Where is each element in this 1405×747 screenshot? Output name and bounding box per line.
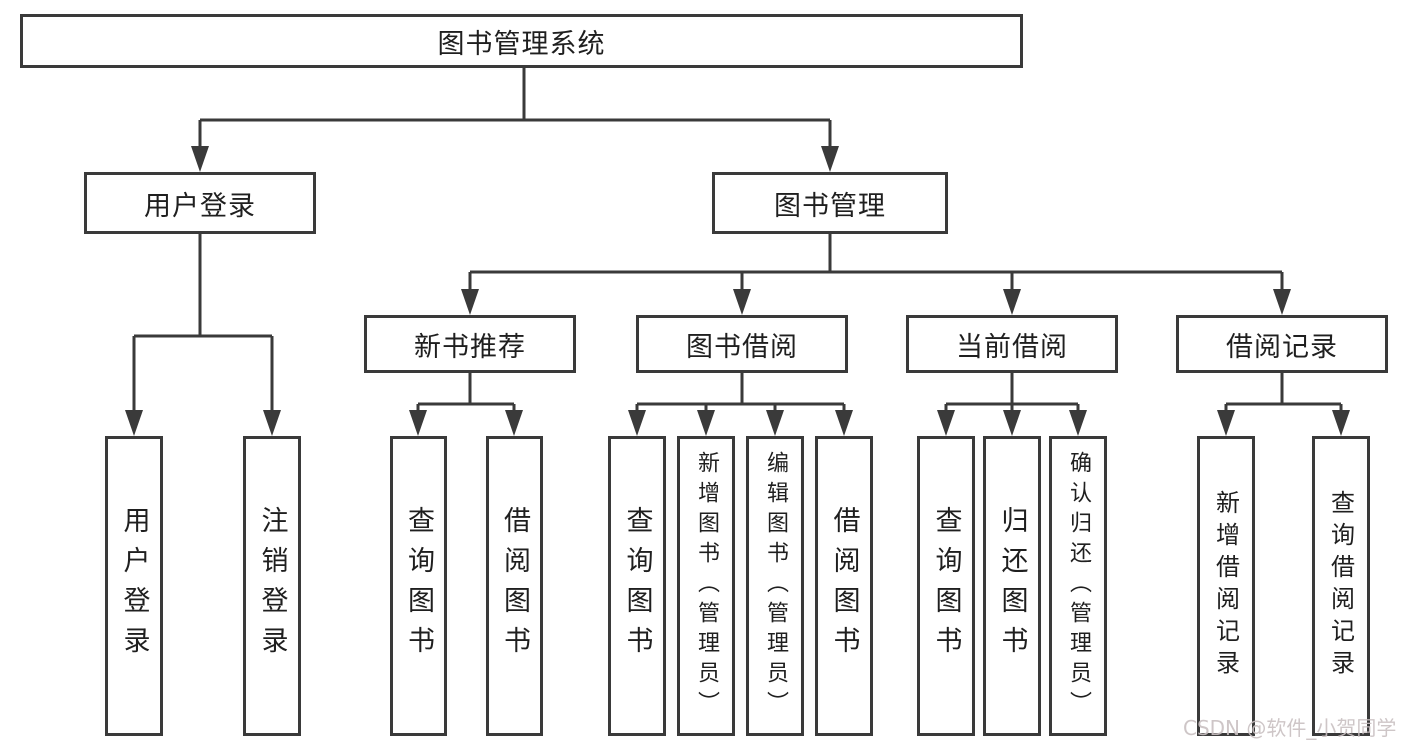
arrow-down-icon <box>409 410 427 436</box>
node-label: 编辑图书（管理员） <box>763 451 788 721</box>
node-label: 查询图书 <box>403 506 434 666</box>
node-current-borrow: 当前借阅 <box>906 315 1118 373</box>
node-query-books-borrow: 查询图书 <box>608 436 666 736</box>
node-label: 当前借阅 <box>956 331 1068 363</box>
node-label: 归还图书 <box>996 506 1028 666</box>
arrow-down-icon <box>835 410 853 436</box>
node-label: 借阅图书 <box>499 506 530 666</box>
node-book-management-module: 图书管理 <box>712 172 948 234</box>
node-borrow-books-recommend: 借阅图书 <box>486 436 543 736</box>
node-label: 新增图书（管理员） <box>694 451 719 721</box>
arrow-down-icon <box>1003 289 1021 315</box>
node-query-borrow-record: 查询借阅记录 <box>1312 436 1370 736</box>
arrow-down-icon <box>1273 289 1291 315</box>
arrow-down-icon <box>263 410 281 436</box>
node-borrow-records: 借阅记录 <box>1176 315 1388 373</box>
node-label: 图书借阅 <box>686 331 798 363</box>
node-edit-book-admin: 编辑图书（管理员） <box>746 436 804 736</box>
node-add-book-admin: 新增图书（管理员） <box>677 436 735 736</box>
node-label: 查询图书 <box>930 506 962 666</box>
node-new-book-recommend: 新书推荐 <box>364 315 576 373</box>
node-system-root: 图书管理系统 <box>20 14 1023 68</box>
arrow-down-icon <box>628 410 646 436</box>
arrow-down-icon <box>1069 410 1087 436</box>
node-logout: 注销登录 <box>243 436 301 736</box>
node-label: 借阅记录 <box>1226 331 1338 363</box>
arrow-down-icon <box>733 289 751 315</box>
node-label: 图书管理 <box>774 190 886 222</box>
node-borrow-books: 借阅图书 <box>815 436 873 736</box>
arrow-down-icon <box>1217 410 1235 436</box>
node-label: 查询借阅记录 <box>1326 490 1355 682</box>
arrow-down-icon <box>766 410 784 436</box>
csdn-watermark: CSDN @软件_小贺同学 <box>1183 716 1397 740</box>
node-book-borrow: 图书借阅 <box>636 315 848 373</box>
arrow-down-icon <box>125 410 143 436</box>
node-label: 查询图书 <box>621 506 653 666</box>
connector-path <box>132 68 1343 414</box>
node-label: 用户登录 <box>144 190 256 222</box>
arrow-down-icon <box>191 146 209 172</box>
arrow-down-icon <box>505 410 523 436</box>
arrow-down-icon <box>821 146 839 172</box>
node-label: 确认归还（管理员） <box>1066 451 1091 721</box>
node-user-login: 用户登录 <box>105 436 163 736</box>
node-label: 用户登录 <box>118 506 150 666</box>
node-user-login-module: 用户登录 <box>84 172 316 234</box>
node-query-books-recommend: 查询图书 <box>390 436 447 736</box>
node-query-books-current: 查询图书 <box>917 436 975 736</box>
node-add-borrow-record: 新增借阅记录 <box>1197 436 1255 736</box>
node-confirm-return-admin: 确认归还（管理员） <box>1049 436 1107 736</box>
node-label: 借阅图书 <box>828 506 860 666</box>
arrow-down-icon <box>697 410 715 436</box>
node-label: 新增借阅记录 <box>1211 490 1240 682</box>
arrow-down-icon <box>461 289 479 315</box>
node-label: 注销登录 <box>256 506 288 666</box>
node-label: 图书管理系统 <box>437 28 606 60</box>
arrow-down-icon <box>1003 410 1021 436</box>
arrow-down-icon <box>937 410 955 436</box>
node-label: 新书推荐 <box>414 331 526 363</box>
node-return-books: 归还图书 <box>983 436 1041 736</box>
arrow-down-icon <box>1332 410 1350 436</box>
